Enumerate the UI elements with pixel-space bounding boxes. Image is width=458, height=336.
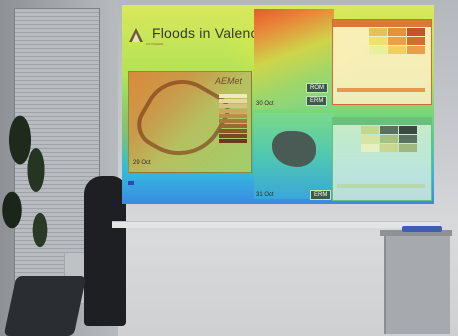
aemet-logo: AEMet [215,76,243,86]
exposure-bar-top [337,88,425,92]
legend-swatch [219,114,247,118]
potted-plant [0,90,56,260]
logo-subtitle: ANYWHERE [146,42,164,46]
map-legend [219,94,247,144]
matrix-cell [369,28,387,36]
legend-swatch [219,119,247,123]
matrix-cell [407,46,425,54]
projection-ledge [112,221,440,228]
flood-extent-area [272,131,316,167]
erm-tag-top: ERM [306,96,328,106]
eu-flag-icon [128,181,134,185]
panel-bottom-header [333,118,431,125]
matrix-cell [399,126,417,134]
bottom-right-date: 31 Oct [256,192,274,198]
matrix-cell [361,144,379,152]
impact-matrix-bottom [361,126,417,152]
impact-matrix-top [369,28,425,54]
legend-swatch [219,129,247,133]
matrix-cell [380,144,398,152]
desk-item [402,226,442,232]
left-map-date: 29 Oct [133,160,151,166]
impact-panel-bottom [332,117,432,201]
legend-swatch [219,99,247,103]
desk-top [380,230,452,236]
slide-title: Floods in Valencia [152,25,269,41]
matrix-cell [388,28,406,36]
logo-icon [129,28,143,42]
hanging-coat [84,176,126,326]
legend-swatch [219,124,247,128]
rom-tag: ROM [306,83,328,93]
matrix-cell [388,37,406,45]
side-desk [384,234,450,334]
erm-tag-bottom: ERM [310,190,332,200]
right-top-map [254,9,334,109]
legend-swatch [219,134,247,138]
matrix-cell [407,28,425,36]
matrix-cell [399,144,417,152]
exposure-bar-bottom [337,184,425,188]
legend-swatch [219,139,247,143]
top-right-date: 30 Oct [256,101,274,107]
matrix-cell [369,46,387,54]
matrix-cell [361,126,379,134]
matrix-cell [399,135,417,143]
matrix-cell [380,135,398,143]
matrix-cell [388,46,406,54]
projection-screen: ANYWHERE Floods in Valencia AEMet 29 Oct… [122,5,434,204]
matrix-cell [407,37,425,45]
legend-swatch [219,104,247,108]
impact-panel-top [332,19,432,105]
matrix-cell [369,37,387,45]
legend-swatch [219,109,247,113]
matrix-cell [361,135,379,143]
office-chair [3,276,87,336]
matrix-cell [380,126,398,134]
panel-top-header [333,20,431,27]
left-map: AEMet 29 Oct [128,65,252,173]
legend-swatch [219,94,247,98]
